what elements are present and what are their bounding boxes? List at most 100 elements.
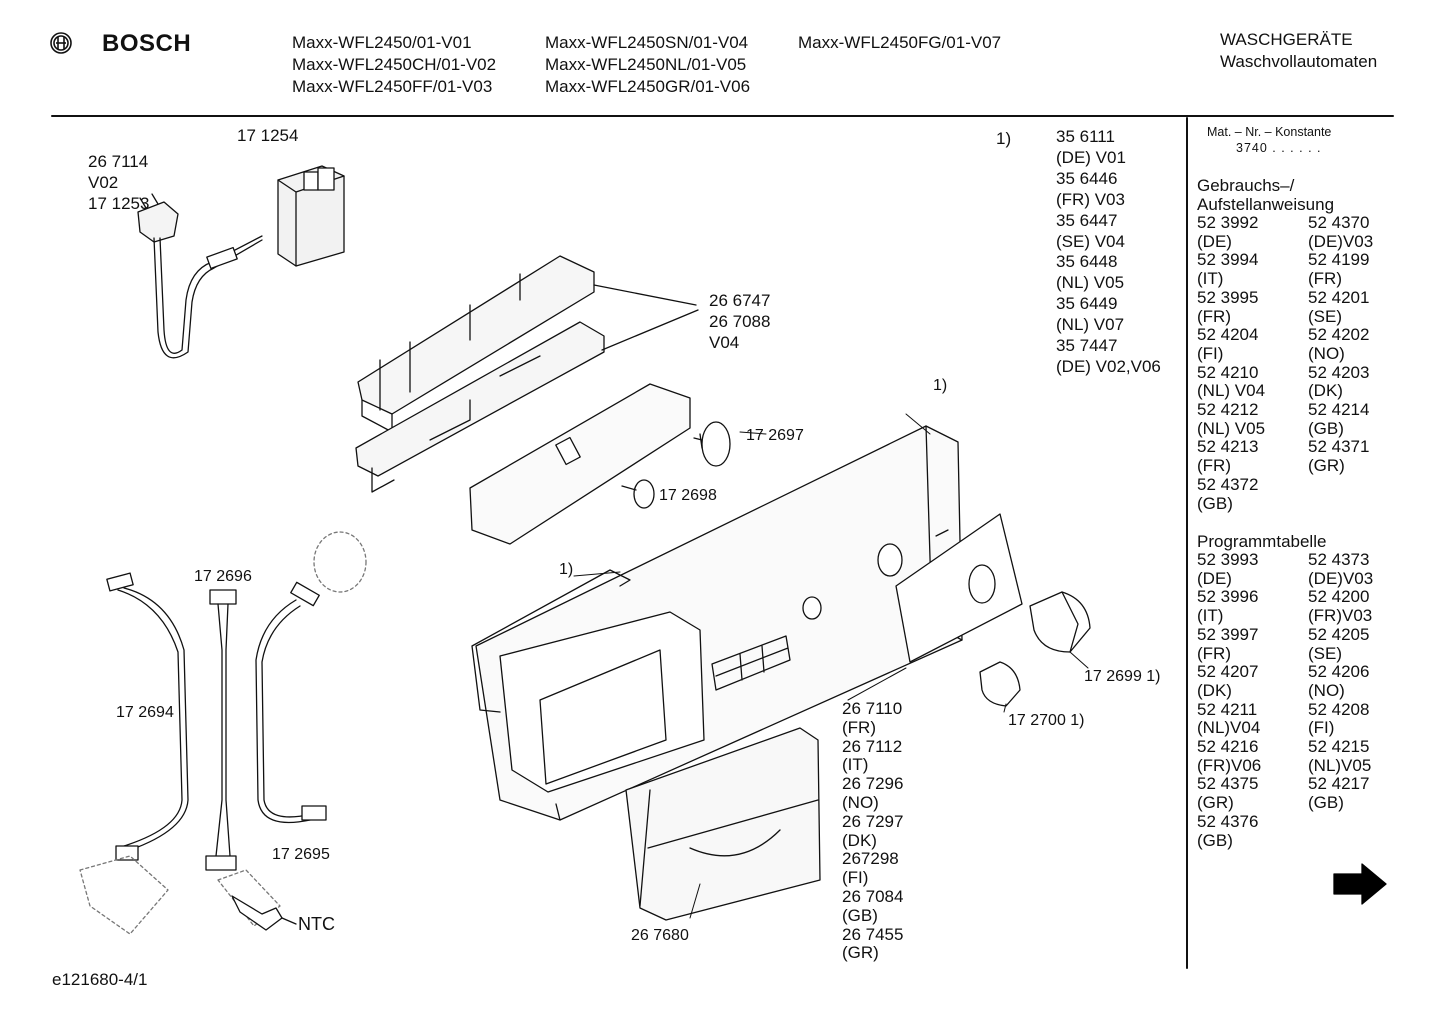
footnote-line: 35 6449 bbox=[1056, 294, 1118, 314]
drawer-cover-drawing bbox=[625, 727, 821, 921]
model-column-1: Maxx-WFL2450/01-V01 Maxx-WFL2450CH/01-V0… bbox=[292, 32, 496, 98]
document-number: (DK) bbox=[1308, 381, 1343, 401]
brand-name: BOSCH bbox=[102, 30, 192, 57]
model-column-3: Maxx-WFL2450FG/01-V07 bbox=[798, 32, 1001, 54]
document-number bbox=[1308, 495, 1419, 514]
document-number: (GR) bbox=[1197, 793, 1234, 813]
document-number-row: (DK)(NO) bbox=[1197, 680, 1419, 701]
document-number-row: (GR)(GB) bbox=[1197, 793, 1419, 813]
document-number: 52 3993 bbox=[1197, 550, 1259, 569]
document-number bbox=[1308, 476, 1419, 495]
document-number-row: 52 4372 bbox=[1197, 475, 1419, 495]
document-number: 52 4206 bbox=[1308, 662, 1370, 682]
next-page-arrow-icon bbox=[1333, 863, 1387, 905]
document-number: 52 4213 bbox=[1197, 437, 1259, 457]
document-number: (SE) bbox=[1308, 306, 1342, 326]
document-number-row: (FR)(SE) bbox=[1197, 306, 1419, 327]
document-number: (FI) bbox=[1308, 718, 1335, 738]
part-label: 17 1253 bbox=[88, 194, 150, 213]
document-number: 52 4200 bbox=[1308, 587, 1370, 607]
part-label: 17 2698 bbox=[659, 487, 717, 504]
label-overlay-drawing bbox=[895, 513, 1023, 663]
part-label: 26 7680 bbox=[631, 927, 689, 944]
mat-nr-value: 3740 . . . . . . bbox=[1236, 141, 1322, 155]
document-number: 52 3995 bbox=[1197, 287, 1259, 307]
footnote-marker: 1) bbox=[559, 561, 574, 578]
model-name: Maxx-WFL2450CH/01-V02 bbox=[292, 55, 497, 74]
document-number: 52 4214 bbox=[1308, 400, 1370, 420]
footnote-line: 35 6448 bbox=[1056, 252, 1118, 272]
suppressor-drawing bbox=[277, 165, 345, 267]
part-label: (GR) bbox=[842, 943, 879, 963]
document-number-row: (IT) (FR)V03 bbox=[1197, 606, 1419, 626]
document-number bbox=[1308, 813, 1419, 832]
document-number: 52 4373 bbox=[1308, 550, 1370, 569]
model-name: Maxx-WFL2450SN/01-V04 bbox=[545, 33, 749, 52]
model-name: Maxx-WFL2450NL/01-V05 bbox=[545, 55, 747, 74]
document-number: (DE)V03 bbox=[1308, 231, 1374, 251]
document-number: (NL) V05 bbox=[1197, 418, 1266, 438]
part-label: 26 7084 bbox=[842, 886, 904, 906]
document-number-row: (GB) bbox=[1197, 494, 1419, 514]
footnote-line: (DE) V02,V06 bbox=[1056, 356, 1161, 376]
part-label: 17 1254 bbox=[237, 126, 299, 145]
document-number-row: (NL) V05(GB) bbox=[1197, 418, 1419, 439]
selector-knob-drawing bbox=[979, 661, 1021, 707]
document-number: (DE)V03 bbox=[1308, 568, 1374, 588]
document-number: 52 4202 bbox=[1308, 325, 1370, 345]
document-number: (IT) bbox=[1197, 606, 1224, 626]
footnote-line: (SE) V04 bbox=[1056, 231, 1125, 251]
document-number: 52 4204 bbox=[1197, 325, 1259, 345]
document-number-row: (FR)(GR) bbox=[1197, 456, 1419, 476]
document-number: (NL) V04 bbox=[1197, 381, 1266, 401]
document-number-row: (DE) (DE)V03 bbox=[1197, 568, 1419, 589]
part-label: (IT) bbox=[842, 755, 869, 775]
document-number-row: (DE)(DE)V03 bbox=[1197, 231, 1419, 252]
harness-right-drawing bbox=[255, 581, 327, 824]
document-number-row: (NL)V04 (FI) bbox=[1197, 719, 1419, 738]
footnote-line: 35 6447 bbox=[1056, 210, 1118, 230]
document-number bbox=[1308, 832, 1419, 851]
document-number-row: 52 3993 52 4373 bbox=[1197, 550, 1419, 570]
document-number: (DE) bbox=[1197, 568, 1232, 588]
model-column-2: Maxx-WFL2450SN/01-V04 Maxx-WFL2450NL/01-… bbox=[545, 32, 750, 98]
section-title: Aufstellanweisung bbox=[1197, 195, 1335, 214]
document-number: (FR) bbox=[1197, 643, 1231, 663]
part-label: 26 7088 bbox=[709, 312, 771, 331]
document-number: 52 4199 bbox=[1308, 250, 1370, 270]
document-number: (FR)V03 bbox=[1308, 606, 1373, 626]
part-label: (FI) bbox=[842, 868, 869, 888]
part-label: 26 6747 bbox=[709, 291, 771, 310]
document-number: (IT) bbox=[1197, 269, 1224, 289]
part-label: V02 bbox=[88, 173, 119, 192]
part-label: 26 7455 bbox=[842, 924, 904, 944]
document-number-row: (FR) (SE) bbox=[1197, 643, 1419, 664]
footnote-line: (DE) V01 bbox=[1056, 147, 1126, 167]
document-number: (NL)V05 bbox=[1308, 755, 1372, 775]
document-number: (FI) bbox=[1197, 343, 1224, 363]
power-cord-drawing bbox=[137, 193, 263, 359]
part-label: 26 7110 bbox=[842, 699, 903, 718]
document-number: (SE) bbox=[1308, 643, 1342, 663]
document-number: (NO) bbox=[1308, 343, 1345, 363]
document-number: (NL)V04 bbox=[1197, 718, 1261, 738]
document-number: (GB) bbox=[1197, 830, 1233, 850]
footnote-line: (FR) V03 bbox=[1056, 189, 1125, 209]
category-subtitle: Waschvollautomaten bbox=[1220, 52, 1378, 71]
ntc-sensor-drawing bbox=[231, 895, 297, 931]
part-label: NTC bbox=[298, 914, 335, 934]
document-number: 52 4375 bbox=[1197, 774, 1259, 794]
document-number: (NO) bbox=[1308, 680, 1345, 700]
document-number: (FR) bbox=[1197, 456, 1231, 476]
document-number-row: (NL) V04 (DK) bbox=[1197, 382, 1419, 401]
part-label: 17 2694 bbox=[116, 704, 174, 721]
